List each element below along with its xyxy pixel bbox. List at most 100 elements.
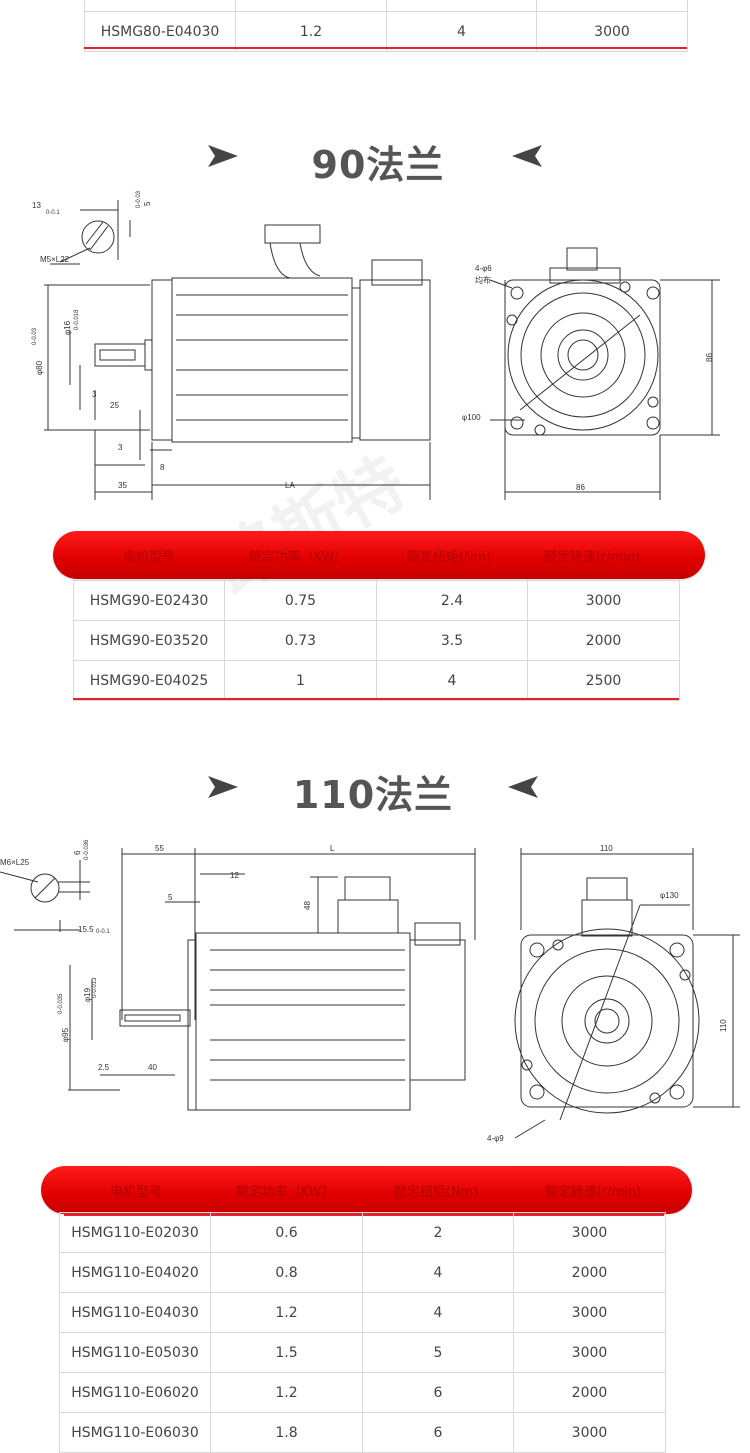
torque-cell: 5: [362, 1332, 514, 1373]
table-header-90: 电机型号 额定功率（KW） 额定扭矩(Nm) 额定转速(r/min): [53, 531, 705, 579]
dim-label: 110: [600, 844, 613, 853]
model-cell: HSMG110-E04020: [59, 1252, 211, 1293]
table-row: HSMG90-E02430 0.75 2.4 3000: [73, 580, 680, 621]
dim-label: 86: [576, 483, 585, 492]
table-bottom-rule: [84, 47, 687, 49]
dim-label: 0-0.018: [74, 309, 80, 330]
dim-label: 5: [143, 201, 152, 206]
key-section-detail: [0, 860, 90, 932]
table-row: HSMG110-E05030 1.5 5 3000: [59, 1332, 666, 1373]
dim-label: 8: [160, 463, 165, 472]
model-cell: HSMG90-E02430: [73, 580, 225, 621]
speed-cell: 2500: [527, 660, 680, 701]
dim-label: 0-0.1: [46, 210, 60, 216]
arrow-left-icon: [512, 145, 542, 167]
dim-label: 0-0.035: [58, 993, 64, 1014]
torque-cell: 6: [362, 1412, 514, 1453]
motor-side-view: [44, 224, 431, 500]
power-cell: 0.6: [210, 1212, 363, 1253]
torque-cell: 4: [362, 1252, 514, 1293]
dim-label: 0-0.1: [96, 929, 110, 935]
dim-label: 4-φ9: [487, 1134, 504, 1143]
dim-label: φ130: [660, 891, 679, 900]
arrow-right-icon: [208, 776, 238, 798]
speed-cell: 2000: [513, 1252, 666, 1293]
header-power: 额定功率（KW）: [248, 550, 348, 565]
table-row: [84, 0, 688, 12]
speed-cell: 3000: [513, 1332, 666, 1373]
dim-label: L: [330, 844, 335, 853]
dim-label: 4-φ6: [475, 264, 492, 273]
header-speed: 额定转速(r/min): [543, 550, 641, 565]
table-cell: [84, 0, 236, 12]
torque-cell: 4: [376, 660, 528, 701]
dim-label: 13: [32, 201, 41, 210]
dim-label: 3: [118, 443, 123, 452]
dim-label: 25: [110, 401, 119, 410]
speed-cell: 3000: [536, 11, 688, 52]
table-cell: [536, 0, 688, 12]
power-cell: 1.8: [210, 1412, 363, 1453]
dim-label: 86: [705, 353, 714, 362]
table-row: HSMG90-E03520 0.73 3.5 2000: [73, 620, 680, 661]
dim-label: φ80: [35, 360, 44, 375]
section-title-90: 90法兰: [311, 143, 445, 187]
model-cell: HSMG110-E02030: [59, 1212, 211, 1253]
dim-label: 0-0.036: [84, 839, 90, 860]
model-cell: HSMG80-E04030: [84, 11, 236, 52]
table-row: HSMG110-E06030 1.8 6 3000: [59, 1412, 666, 1453]
dim-label: 2.5: [98, 1063, 110, 1072]
torque-cell: 3.5: [376, 620, 528, 661]
spec-table-110: HSMG110-E02030 0.6 2 3000 HSMG110-E04020…: [59, 1212, 666, 1453]
top-spec-table: HSMG80-E04030 1.2 4 3000: [84, 0, 688, 52]
dim-label: 40: [148, 1063, 157, 1072]
dim-label: M6×L25: [0, 858, 30, 867]
dim-label: M5×L22: [40, 255, 70, 264]
table-cell: [235, 0, 387, 12]
motor-side-view: [68, 848, 476, 1111]
table-bottom-rule: [73, 698, 679, 700]
speed-cell: 2000: [513, 1372, 666, 1413]
power-cell: 1.5: [210, 1332, 363, 1373]
spec-table-90: HSMG90-E02430 0.75 2.4 3000 HSMG90-E0352…: [73, 580, 680, 701]
power-cell: 1.2: [235, 11, 387, 52]
power-cell: 1.2: [210, 1372, 363, 1413]
dim-label: 0-0.03: [136, 190, 142, 208]
model-cell: HSMG90-E03520: [73, 620, 225, 661]
speed-cell: 2000: [527, 620, 680, 661]
power-cell: 0.75: [224, 580, 377, 621]
motor-90-drawing: 13 0-0.1 5 0-0.03 M5×L22: [32, 190, 720, 500]
speed-cell: 3000: [527, 580, 680, 621]
model-cell: HSMG110-E04030: [59, 1292, 211, 1333]
torque-cell: 2.4: [376, 580, 528, 621]
key-section-detail: [50, 200, 131, 265]
table-row: HSMG90-E04025 1 4 2500: [73, 660, 680, 701]
arrow-right-icon: [208, 145, 238, 167]
speed-cell: 3000: [513, 1412, 666, 1453]
torque-cell: 2: [362, 1212, 514, 1253]
torque-cell: 4: [362, 1292, 514, 1333]
speed-cell: 3000: [513, 1292, 666, 1333]
dim-label: 0-0.013: [92, 977, 98, 998]
dim-label: 15.5: [78, 925, 94, 934]
dim-label: 48: [303, 901, 312, 910]
torque-cell: 4: [386, 11, 537, 52]
dim-label: 均布: [475, 275, 491, 285]
model-cell: HSMG90-E04025: [73, 660, 225, 701]
motor-110-drawing: M6×L25 6 0-0.036 15.5 0-0.1 55 L 12: [0, 839, 740, 1143]
dim-label: 5: [168, 893, 173, 902]
table-row: HSMG110-E02030 0.6 2 3000: [59, 1212, 666, 1253]
table-row: HSMG110-E04020 0.8 4 2000: [59, 1252, 666, 1293]
model-cell: HSMG110-E05030: [59, 1332, 211, 1373]
table-row: HSMG110-E06020 1.2 6 2000: [59, 1372, 666, 1413]
dim-label: 3: [92, 390, 97, 399]
torque-cell: 6: [362, 1372, 514, 1413]
dim-label: φ16: [63, 320, 72, 335]
header-model: 电机型号: [109, 1185, 163, 1200]
arrow-left-icon: [508, 776, 538, 798]
model-cell: HSMG110-E06030: [59, 1412, 211, 1453]
dim-label: 6: [73, 850, 82, 855]
header-torque: 额定扭矩(Nm): [393, 1185, 479, 1200]
motor-front-view: [489, 247, 720, 500]
dim-label: LA: [285, 481, 295, 490]
